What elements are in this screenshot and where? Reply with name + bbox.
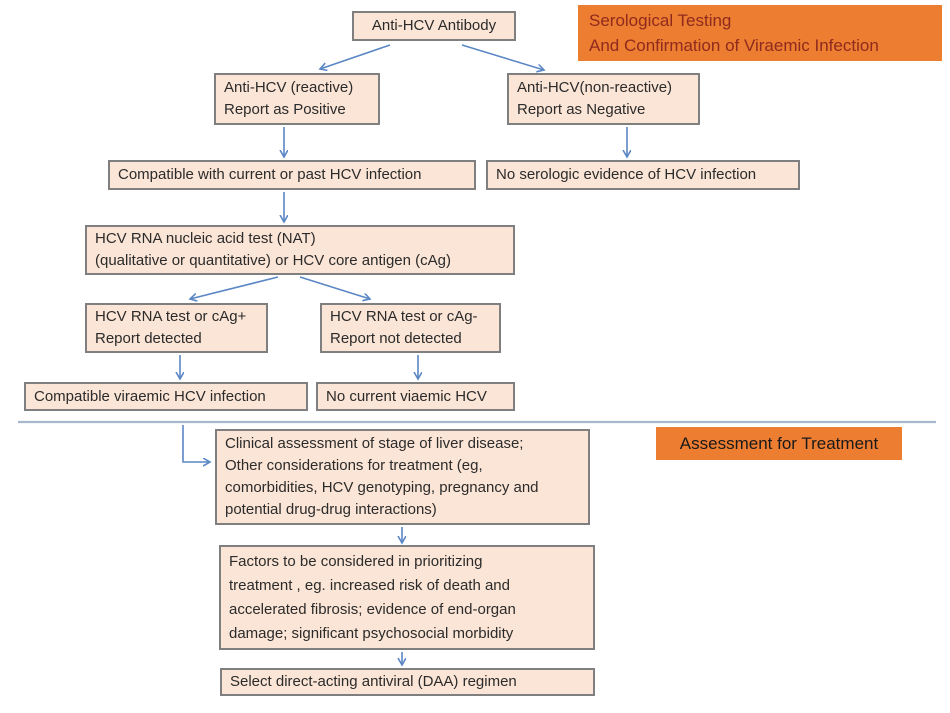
node-label: Factors to be considered in prioritizing <box>229 552 483 570</box>
node-label: Compatible viraemic HCV infection <box>34 387 266 405</box>
arrow-compviraemic-to-clinical <box>182 425 210 462</box>
banner-serological-testing: Serological Testing And Confirmation of … <box>578 5 942 61</box>
banner-serological-line1: Serological Testing <box>589 11 732 30</box>
node-hcv-rna-cag-negative: HCV RNA test or cAg- Report not detected <box>320 303 501 353</box>
node-compatible-current-or-past-infection: Compatible with current or past HCV infe… <box>108 160 476 190</box>
node-label: HCV RNA test or cAg- <box>330 308 478 325</box>
node-label: No current viaemic HCV <box>326 387 487 405</box>
node-clinical-assessment: Clinical assessment of stage of liver di… <box>215 429 590 525</box>
arrow-antibody-to-nonreactive <box>461 44 544 70</box>
node-label: Report not detected <box>330 330 462 347</box>
node-label: damage; significant psychosocial morbidi… <box>229 624 514 642</box>
node-anti-hcv-reactive: Anti-HCV (reactive) Report as Positive <box>214 73 380 125</box>
node-label: accelerated fibrosis; evidence of end-or… <box>229 600 516 618</box>
banner-assessment-for-treatment: Assessment for Treatment <box>656 427 902 460</box>
node-select-daa-regimen: Select direct-acting antiviral (DAA) reg… <box>220 668 595 696</box>
arrow-nat-to-cagneg <box>299 276 370 299</box>
node-anti-hcv-nonreactive: Anti-HCV(non-reactive) Report as Negativ… <box>507 73 700 125</box>
node-label: Clinical assessment of stage of liver di… <box>225 435 524 452</box>
arrow-nat-to-cagpos <box>190 276 279 299</box>
node-no-serologic-evidence: No serologic evidence of HCV infection <box>486 160 800 190</box>
node-label: Other considerations for treatment (eg, <box>225 457 483 474</box>
banner-serological-line2: And Confirmation of Viraemic Infection <box>589 36 879 55</box>
node-no-current-viraemic-hcv: No current viaemic HCV <box>316 382 515 411</box>
node-anti-hcv-antibody: Anti-HCV Antibody <box>352 11 516 41</box>
node-label: No serologic evidence of HCV infection <box>496 166 757 183</box>
node-label: Compatible with current or past HCV infe… <box>118 166 422 183</box>
node-compatible-viraemic-infection: Compatible viraemic HCV infection <box>24 382 308 411</box>
node-label: HCV RNA test or cAg+ <box>95 308 247 325</box>
node-label: treatment , eg. increased risk of death … <box>229 576 510 594</box>
node-label: Anti-HCV Antibody <box>371 17 497 34</box>
node-hcv-rna-nat-test: HCV RNA nucleic acid test (NAT) (qualita… <box>85 225 515 275</box>
node-label: Report as Negative <box>517 101 646 118</box>
banner-assessment-label: Assessment for Treatment <box>679 433 879 453</box>
node-label: comorbidities, HCV genotyping, pregnancy… <box>225 479 539 496</box>
node-label: Anti-HCV (reactive) <box>224 79 354 96</box>
node-label: Select direct-acting antiviral (DAA) reg… <box>230 673 517 690</box>
node-label: Report as Positive <box>224 101 346 118</box>
node-label: potential drug-drug interactions) <box>225 501 437 518</box>
node-prioritizing-factors: Factors to be considered in prioritizing… <box>219 545 595 650</box>
node-hcv-rna-cag-positive: HCV RNA test or cAg+ Report detected <box>85 303 268 353</box>
arrow-antibody-to-reactive <box>320 44 391 69</box>
node-label: HCV RNA nucleic acid test (NAT) <box>95 230 316 247</box>
node-label: Anti-HCV(non-reactive) <box>517 79 673 96</box>
node-label: (qualitative or quantitative) or HCV cor… <box>95 252 452 269</box>
node-label: Report detected <box>95 330 202 347</box>
